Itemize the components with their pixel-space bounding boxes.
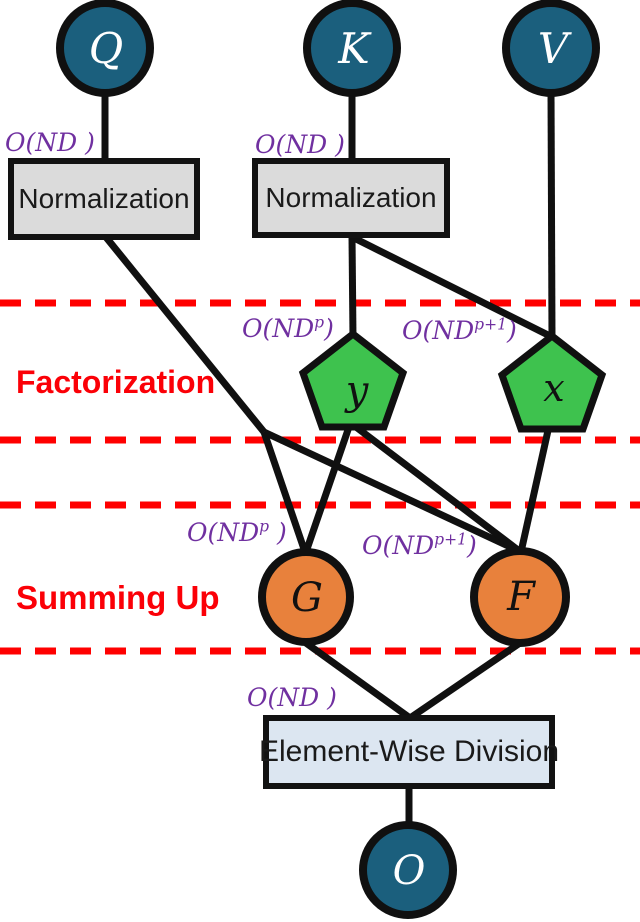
complexity-label-q-input: O(ND ) xyxy=(5,130,95,155)
node-o-label: O xyxy=(392,848,426,894)
complexity-label-pentagon-y: O(NDp) xyxy=(242,313,334,343)
node-k-label: K xyxy=(338,24,370,73)
element-wise-division-box: Element-Wise Division xyxy=(259,715,559,789)
normalization-box-k-label: Normalization xyxy=(265,182,437,213)
edge-normq-to-junction xyxy=(102,233,267,435)
section-label-summing-up: Summing Up xyxy=(16,579,220,616)
node-k-circle xyxy=(303,0,401,97)
node-g-label: G xyxy=(291,575,323,621)
complexity-text: ) xyxy=(327,130,345,159)
complexity-label-f-input: O(NDp+1) xyxy=(362,530,477,560)
pentagon-y xyxy=(298,329,408,431)
complexity-superscript: p xyxy=(259,517,270,536)
pentagon-x xyxy=(497,331,607,433)
complexity-superscript: p+1 xyxy=(434,530,467,549)
complexity-superscript: p+1 xyxy=(474,315,507,334)
complexity-label-g-input: O(NDp ) xyxy=(187,517,287,547)
complexity-label-division-input: O(ND ) xyxy=(247,685,337,710)
edge-junction-to-g xyxy=(260,430,309,554)
pentagon-x-label: x xyxy=(543,366,565,410)
complexity-label-pentagon-x: O(NDp+1) xyxy=(402,315,517,345)
complexity-text: ) xyxy=(269,518,287,547)
normalization-box-q: Normalization xyxy=(8,158,200,240)
node-f-circle xyxy=(470,547,570,647)
edge-v-to-pentagon-x xyxy=(547,89,556,339)
complexity-text: ) xyxy=(466,531,477,560)
edge-g-to-division xyxy=(303,640,413,721)
complexity-text: O(ND xyxy=(362,531,435,560)
complexity-text: O(ND xyxy=(255,130,328,159)
section-label-factorization: Factorization xyxy=(16,364,216,400)
edge-pentagon-y-to-g xyxy=(302,422,354,554)
node-v-label: V xyxy=(537,24,569,73)
pentagon-y-label: y xyxy=(345,368,369,414)
node-q-label: Q xyxy=(88,24,124,73)
edge-pentagon-y-to-f xyxy=(349,421,521,553)
node-o-circle xyxy=(359,821,457,919)
edge-f-to-division xyxy=(408,640,522,721)
complexity-text: O(ND xyxy=(242,314,315,343)
node-v-circle xyxy=(502,0,600,97)
normalization-box-k: Normalization xyxy=(252,158,450,238)
node-f-label: F xyxy=(507,574,535,620)
element-wise-division-label: Element-Wise Division xyxy=(258,735,560,768)
edge-normk-to-pentagon-y xyxy=(348,235,357,339)
complexity-label-k-input: O(ND ) xyxy=(255,132,345,157)
complexity-text: ) xyxy=(77,128,95,157)
normalization-box-q-label: Normalization xyxy=(18,183,190,214)
node-q-circle xyxy=(56,0,154,97)
complexity-text: ) xyxy=(506,316,517,345)
edge-normk-to-pentagon-x xyxy=(352,234,554,341)
complexity-text: O(ND xyxy=(247,683,320,712)
complexity-text: O(ND xyxy=(5,128,78,157)
complexity-text: O(ND xyxy=(187,518,260,547)
node-g-circle xyxy=(258,548,354,646)
complexity-text: ) xyxy=(324,314,334,343)
complexity-text: ) xyxy=(319,683,337,712)
edge-pentagon-x-to-f xyxy=(517,425,553,553)
edge-junction-to-f xyxy=(262,428,521,555)
edges-group xyxy=(101,89,556,828)
complexity-superscript: p xyxy=(314,313,325,332)
complexity-text: O(ND xyxy=(402,316,475,345)
